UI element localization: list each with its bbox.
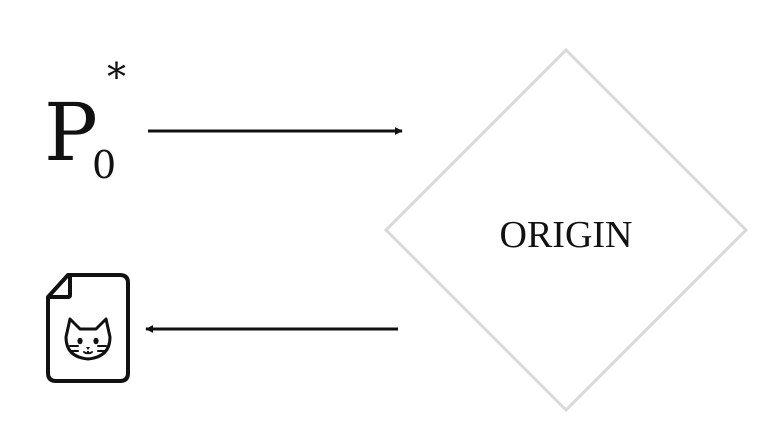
origin-label: ORIGIN (500, 214, 633, 256)
cat-left-eye (77, 337, 83, 345)
cat-right-eye (93, 337, 99, 345)
origin-diamond (383, 47, 749, 413)
cat-head (64, 317, 112, 361)
symbol-base: P (44, 86, 98, 179)
symbol-subscript: 0 (92, 143, 116, 187)
file-fold (48, 275, 72, 299)
cat-face-icon (64, 317, 112, 361)
cat-mouth (83, 350, 93, 355)
cat-whiskers-right (97, 345, 107, 352)
file-with-cat-face-icon (46, 273, 130, 383)
p-zero-star-symbol: P 0 * (44, 55, 126, 187)
cat-whiskers-left (69, 345, 79, 352)
cat-nose (86, 347, 90, 350)
symbol-superscript: * (107, 55, 126, 99)
origin-node: ORIGIN (383, 47, 749, 413)
file-outline (46, 273, 130, 383)
